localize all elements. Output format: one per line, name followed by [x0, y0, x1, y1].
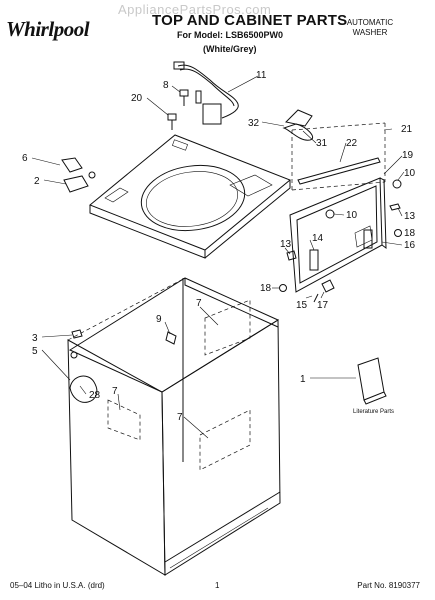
top-panel [89, 134, 291, 259]
callout-8: 8 [163, 80, 169, 91]
pivot-part-17 [313, 279, 335, 303]
clip-part-3 [71, 329, 83, 339]
callout-9: 9 [156, 314, 162, 325]
screw-part-20 [167, 113, 177, 130]
callout-11: 11 [256, 70, 267, 81]
callout-22: 22 [346, 138, 358, 149]
callout-13-right: 13 [404, 211, 416, 222]
hinge-part-6 [61, 157, 96, 193]
callout-labels: 11 8 20 6 2 32 31 22 21 19 10 10 13 18 1… [22, 70, 416, 423]
literature-parts-label: Literature Parts [353, 409, 394, 415]
callout-7-side: 7 [112, 386, 118, 397]
page-title: TOP AND CABINET PARTS [152, 12, 348, 29]
watermark-text: AppliancePartsPros.com [118, 2, 272, 17]
callout-10-lid: 10 [346, 210, 358, 221]
callout-18-right: 18 [404, 228, 416, 239]
trim-strip-part-22 [297, 157, 381, 185]
cabinet [67, 277, 281, 576]
callout-7-lower: 7 [177, 412, 183, 423]
callout-7-front: 7 [196, 298, 202, 309]
callout-13-left: 13 [280, 239, 292, 250]
color-line: (White/Grey) [203, 44, 257, 54]
wire-harness [173, 61, 239, 125]
screw-part-8 [179, 89, 189, 106]
callout-1: 1 [300, 374, 306, 385]
whirlpool-logo: Whirlpool [6, 17, 90, 41]
callout-18-left: 18 [260, 283, 272, 294]
callout-15: 15 [296, 300, 308, 311]
screw-part-13 [286, 203, 401, 261]
washer-part-10 [325, 179, 402, 219]
callout-2: 2 [34, 176, 40, 187]
product-type: AUTOMATIC WASHER [330, 18, 410, 38]
leader-lines [31, 75, 405, 439]
callout-5: 5 [32, 346, 38, 357]
footer-part-number: Part No. 8190377 [357, 581, 420, 590]
model-line: For Model: LSB6500PW0 [177, 30, 284, 40]
callout-20: 20 [131, 93, 143, 104]
callout-16: 16 [404, 240, 416, 251]
callout-32: 32 [248, 118, 260, 129]
callout-28: 28 [89, 390, 101, 401]
callout-3: 3 [32, 333, 38, 344]
callout-19: 19 [402, 150, 414, 161]
callout-31: 31 [316, 138, 328, 149]
callout-17: 17 [317, 300, 329, 311]
callout-10-top: 10 [404, 168, 416, 179]
lid-handle-part-32 [282, 109, 314, 141]
footer-page-number: 1 [215, 581, 220, 590]
footer-litho: 05–04 Litho in U.S.A. (drd) [10, 581, 105, 590]
lid-trim-part-21 [291, 122, 386, 191]
screw-part-9 [165, 331, 177, 345]
product-type-line1: AUTOMATIC [346, 18, 394, 27]
callout-14: 14 [312, 233, 324, 244]
literature-book-part-1 [357, 357, 387, 405]
product-type-line2: WASHER [352, 28, 388, 37]
callout-6: 6 [22, 153, 28, 164]
callout-21: 21 [401, 124, 413, 135]
